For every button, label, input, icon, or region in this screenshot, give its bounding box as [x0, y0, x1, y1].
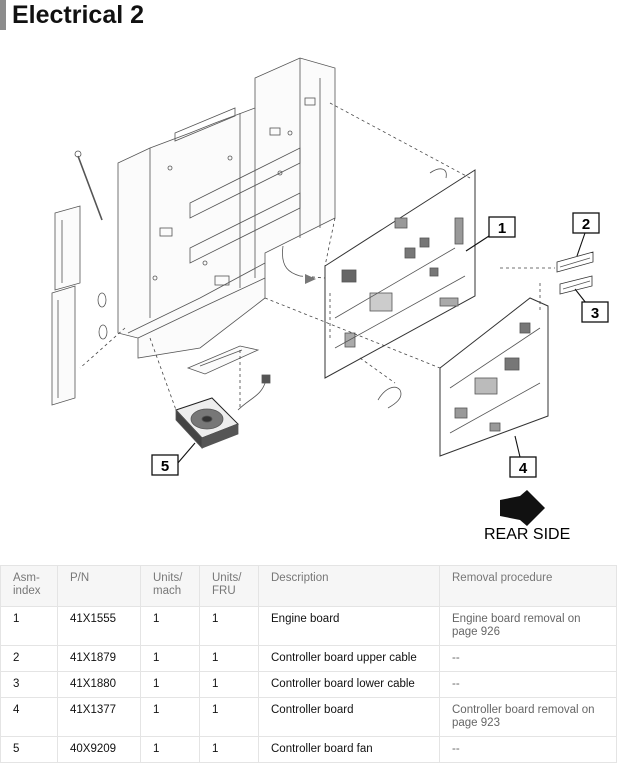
cell-pn: 41X1880: [57, 671, 141, 698]
header-units-mach: Units/ mach: [140, 565, 200, 607]
cell-units-fru: 1: [199, 606, 259, 646]
engine-board-shape: [324, 169, 476, 379]
cell-pn: 41X1555: [57, 606, 141, 646]
side-brackets: [51, 150, 108, 406]
cell-pn: 41X1879: [57, 645, 141, 672]
controller-cables-shape: [556, 251, 594, 295]
callout-1: 1: [488, 216, 516, 238]
page-title: Electrical 2: [12, 1, 145, 29]
cell-pn: 40X9209: [57, 736, 141, 763]
parts-table: Asm- index P/N Units/ mach Units/ FRU De…: [0, 565, 617, 763]
chassis-frame: [117, 57, 336, 359]
cell-removal-link[interactable]: Controller board removal on page 923: [439, 697, 617, 737]
cell-pn: 41X1377: [57, 697, 141, 737]
cell-description: Controller board lower cable: [258, 671, 440, 698]
table-header-row: Asm- index P/N Units/ mach Units/ FRU De…: [0, 565, 617, 607]
callout-3: 3: [581, 301, 609, 323]
cell-units-fru: 1: [199, 645, 259, 672]
table-row: 4 41X1377 1 1 Controller board Controlle…: [0, 697, 617, 737]
controller-fan-shape: [175, 374, 271, 450]
cell-units-fru: 1: [199, 736, 259, 763]
callout-5: 5: [151, 454, 179, 476]
header-units-fru: Units/ FRU: [199, 565, 259, 607]
cell-units-mach: 1: [140, 645, 200, 672]
cell-removal: --: [439, 645, 617, 672]
cell-removal: --: [439, 736, 617, 763]
cell-index: 4: [0, 697, 58, 737]
cell-units-mach: 1: [140, 606, 200, 646]
cell-index: 5: [0, 736, 58, 763]
cell-description: Controller board: [258, 697, 440, 737]
callout-1-label: 1: [498, 220, 506, 237]
controller-board-shape: [439, 297, 549, 457]
callout-4-label: 4: [519, 460, 528, 477]
cell-description: Controller board upper cable: [258, 645, 440, 672]
cell-index: 3: [0, 671, 58, 698]
callout-2: 2: [572, 212, 600, 234]
table-row: 5 40X9209 1 1 Controller board fan --: [0, 736, 617, 763]
cell-units-mach: 1: [140, 671, 200, 698]
callout-5-label: 5: [161, 458, 169, 475]
cell-units-fru: 1: [199, 697, 259, 737]
table-row: 3 41X1880 1 1 Controller board lower cab…: [0, 671, 617, 698]
exploded-parts-diagram: 1 2 3 4 5 REAR SIDE: [0, 38, 617, 558]
rear-side-label: REAR SIDE: [484, 526, 570, 543]
header-description: Description: [258, 565, 440, 607]
title-accent-bar: [0, 0, 6, 30]
cell-description: Engine board: [258, 606, 440, 646]
lower-bracket: [186, 345, 260, 375]
cell-index: 1: [0, 606, 58, 646]
cell-units-mach: 1: [140, 736, 200, 763]
callout-4: 4: [509, 456, 537, 478]
callout-2-label: 2: [582, 216, 590, 233]
cell-description: Controller board fan: [258, 736, 440, 763]
cell-units-fru: 1: [199, 671, 259, 698]
cell-units-mach: 1: [140, 697, 200, 737]
cell-index: 2: [0, 645, 58, 672]
header-removal-procedure: Removal procedure: [439, 565, 617, 607]
table-row: 1 41X1555 1 1 Engine board Engine board …: [0, 606, 617, 646]
header-asm-index: Asm- index: [0, 565, 58, 607]
table-row: 2 41X1879 1 1 Controller board upper cab…: [0, 645, 617, 672]
cell-removal: --: [439, 671, 617, 698]
cable-piece: [282, 168, 447, 409]
callout-3-label: 3: [591, 305, 599, 322]
rear-side-arrow-icon: [500, 490, 545, 526]
cell-removal-link[interactable]: Engine board removal on page 926: [439, 606, 617, 646]
header-pn: P/N: [57, 565, 141, 607]
